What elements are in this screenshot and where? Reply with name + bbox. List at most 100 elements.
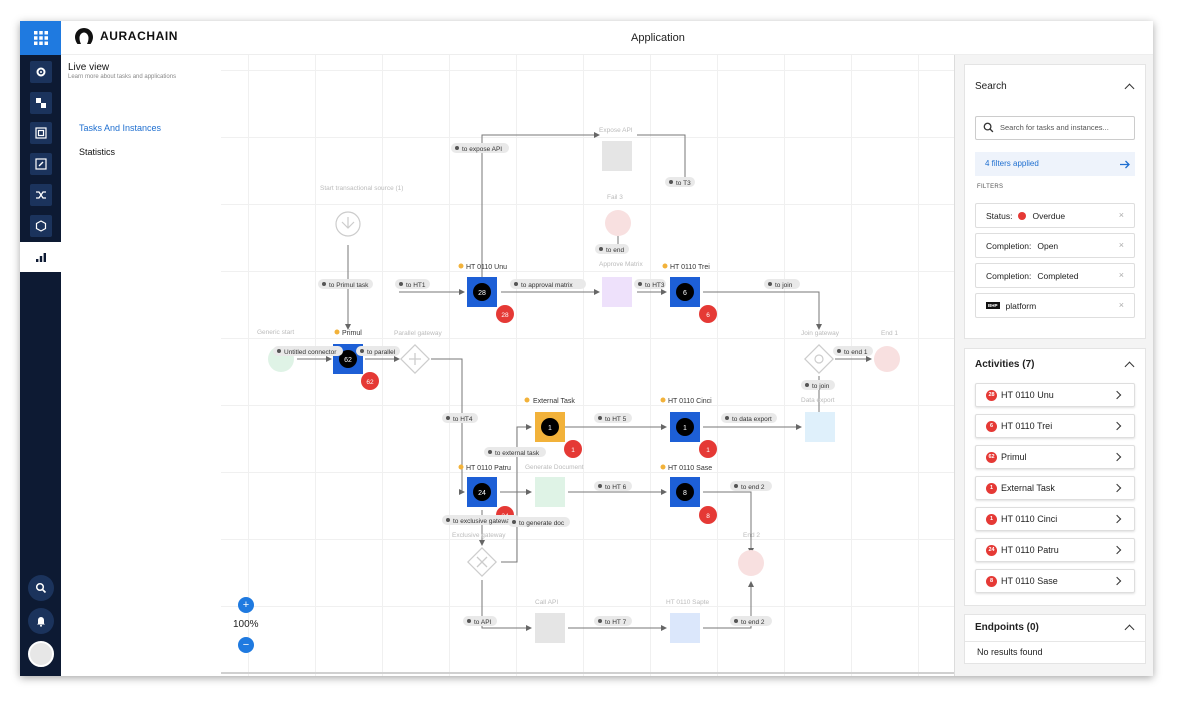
edge-to-generate-doc: to generate doc <box>519 520 565 527</box>
filter-value: Overdue <box>1032 210 1066 221</box>
frame-icon[interactable] <box>20 118 61 148</box>
badge-ht-sase-text: 8 <box>706 513 710 520</box>
edge-to-exclusive-gateway: to exclusive gateway <box>453 518 514 525</box>
edge-to-expose-api: to expose API <box>462 146 502 153</box>
node-label-ht-sapte: HT 0110 Sapte <box>666 599 710 606</box>
bar-chart-icon[interactable] <box>20 242 61 272</box>
activity-label: HT 0110 Cinci <box>1001 514 1058 524</box>
live-view-title: Live view <box>68 62 110 73</box>
close-icon[interactable]: × <box>1118 210 1124 220</box>
aurachain-logo-icon <box>75 28 93 44</box>
node-label-generic-start: Generic start <box>257 329 294 336</box>
node-ht-sapte[interactable] <box>670 613 700 643</box>
download-icon <box>341 217 355 229</box>
nav-tasks-and-instances[interactable]: Tasks And Instances <box>79 123 162 133</box>
close-x-icon <box>476 556 488 568</box>
activity-label: HT 0110 Patru <box>1001 545 1059 555</box>
zoom-in-button[interactable]: + <box>238 597 254 613</box>
search-icon <box>983 122 994 133</box>
apps-grid-icon[interactable] <box>20 21 61 55</box>
activity-badge: 24 <box>986 544 997 556</box>
icon-rail <box>20 21 61 676</box>
shapes-icon[interactable] <box>20 88 61 118</box>
chevron-up-icon[interactable] <box>1124 361 1135 372</box>
badge-ht-cinci-text: 1 <box>706 447 710 454</box>
node-label-end2: End 2 <box>743 532 760 539</box>
node-label-parallel-gateway: Parallel gateway <box>394 330 442 337</box>
search-card: Search Search for tasks and instances...… <box>964 64 1146 339</box>
edge-to-data-export: to data export <box>732 416 772 423</box>
hexagon-icon[interactable] <box>20 211 61 241</box>
edge-to-ht7: to HT 7 <box>605 619 627 626</box>
chevron-right-icon <box>1112 514 1122 524</box>
zoom-out-button[interactable]: − <box>238 637 254 653</box>
activity-item[interactable]: 6 HT 0110 Trei <box>975 414 1135 438</box>
activity-label: HT 0110 Trei <box>1001 421 1053 431</box>
canvas-scrollbar[interactable] <box>221 672 954 674</box>
node-fail3[interactable] <box>605 210 631 236</box>
badge-ht-cinci <box>699 440 717 458</box>
node-data-export[interactable] <box>805 412 835 442</box>
process-canvas[interactable]: Expose API Fail 3 Start transactional so… <box>221 55 954 676</box>
count-external-task: 1 <box>548 425 552 432</box>
node-expose-api[interactable] <box>602 141 632 171</box>
activity-badge: 6 <box>986 420 997 432</box>
filters-applied-bar[interactable]: 4 filters applied <box>975 152 1135 176</box>
node-label-call-api: Call API <box>535 599 558 606</box>
filter-chip-completion-open[interactable]: Completion: Open × <box>975 233 1135 258</box>
filter-chip-completion-completed[interactable]: Completion: Completed × <box>975 263 1135 288</box>
activity-label: HT 0110 Unu <box>1001 390 1054 400</box>
filter-key: Status: <box>986 210 1013 221</box>
close-icon[interactable]: × <box>1118 300 1124 310</box>
activity-item[interactable]: 24 HT 0110 Patru <box>975 538 1135 562</box>
badge-ht-trei <box>699 305 717 323</box>
shuffle-icon[interactable] <box>20 180 61 210</box>
bell-icon[interactable] <box>28 608 54 634</box>
node-label-external-task: External Task <box>533 398 575 405</box>
chevron-up-icon[interactable] <box>1124 83 1135 94</box>
badge-external-task-text: 1 <box>571 447 575 454</box>
edit-icon[interactable] <box>20 149 61 179</box>
filter-value: platform <box>1005 300 1037 311</box>
count-ht-sase: 8 <box>683 490 687 497</box>
activity-item[interactable]: 1 HT 0110 Cinci <box>975 507 1135 531</box>
chevron-up-icon[interactable] <box>1124 624 1135 635</box>
badge-ht-unu-text: 28 <box>501 312 509 319</box>
canvas-border <box>954 55 955 676</box>
brand-logo[interactable]: AURACHAIN <box>74 27 178 45</box>
node-label-data-export: Data export <box>801 397 835 404</box>
node-call-api[interactable] <box>535 613 565 643</box>
activity-badge: 8 <box>986 575 997 587</box>
avatar[interactable] <box>28 641 54 667</box>
nav-statistics[interactable]: Statistics <box>79 147 116 157</box>
activity-badge: 1 <box>986 513 997 525</box>
node-generate-document[interactable] <box>535 477 565 507</box>
node-join-gateway[interactable] <box>804 344 834 374</box>
badge-ht-unu <box>496 305 514 323</box>
activity-label: Primul <box>1001 452 1027 462</box>
count-ht-cinci: 1 <box>683 425 687 432</box>
filter-chip-status[interactable]: Status: Overdue × <box>975 203 1135 228</box>
node-label-ht-sase: HT 0110 Sase <box>668 465 712 472</box>
process-diagram[interactable]: Expose API Fail 3 Start transactional so… <box>221 55 954 676</box>
node-end1[interactable] <box>874 346 900 372</box>
count-ht-unu: 28 <box>478 290 486 297</box>
badge-external-task <box>564 440 582 458</box>
node-label-join-gateway: Join gateway <box>801 330 840 337</box>
node-end2[interactable] <box>738 550 764 576</box>
close-icon[interactable]: × <box>1118 270 1124 280</box>
filter-key: Completion: <box>986 240 1032 251</box>
filter-chip-platform[interactable]: BHP platform × <box>975 293 1135 318</box>
status-dot-icon <box>1018 211 1027 220</box>
close-icon[interactable]: × <box>1118 240 1124 250</box>
node-approve-matrix[interactable] <box>602 277 632 307</box>
edge-to-parallel: to parallel <box>367 349 396 356</box>
settings-icon[interactable] <box>20 57 61 87</box>
search-input[interactable]: Search for tasks and instances... <box>975 116 1135 140</box>
chevron-right-icon <box>1112 545 1122 555</box>
search-icon[interactable] <box>28 575 54 601</box>
